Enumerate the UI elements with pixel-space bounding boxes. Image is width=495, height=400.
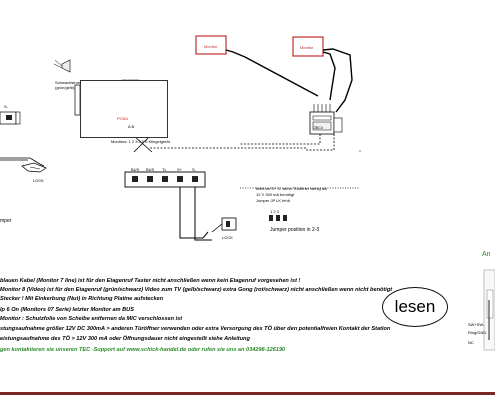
bus-label-5: S- — [192, 167, 196, 172]
jumper-pins-label: 1 2 3 — [270, 209, 279, 214]
monitor-right-cable — [322, 48, 353, 113]
pcba-bottom-label: Monitors: 1 2 3 4 5 6 Klingelgerät — [111, 139, 170, 144]
bus-wire-dashed-2 — [306, 134, 335, 151]
s-minus-label: S- — [4, 104, 8, 109]
note-line-3: Stecker ! Mit Einkerbung (Nut) in Richtu… — [0, 296, 164, 302]
lock-left-label: LOCK — [33, 178, 44, 183]
note-line-1: blauen Kabel (Monitor 7 line) ist für de… — [0, 278, 301, 284]
footer-divider — [0, 392, 495, 395]
right-panel-line-1: SW+SW- — [468, 322, 485, 327]
jumper-text-1: Brett an S+ S- wenn Türöffner wenig als — [256, 186, 327, 191]
bus-label-3: TL — [162, 167, 167, 172]
bus-wire-dashed — [150, 134, 321, 149]
speaker-note: Schwachstrom (grün/gelb) — [55, 80, 82, 90]
note-line-7: eistungsaufnahme des TÖ > 12V 300 mA ode… — [0, 336, 250, 342]
bus-label-2: BUS — [146, 167, 155, 172]
lock-right-wire — [179, 187, 209, 239]
pcba-cross-wires — [133, 135, 153, 153]
bus-label-1: BUS — [131, 167, 140, 172]
jumper-text-2: 12 V 300 mA benötigt — [256, 192, 295, 197]
right-box-label: OBC4 — [313, 126, 323, 130]
note-line-4: lp 6 On (Monitors 07 Serie) letzter Moni… — [0, 307, 134, 313]
lock-left-icon — [21, 162, 47, 173]
jumper-caption: Jumper position in 2-3 — [270, 227, 320, 233]
monitor-right-cable-2 — [322, 51, 336, 101]
note-line-6: stungsaufnahme größer 12V DC 300mA > and… — [0, 326, 391, 332]
bus-terminals — [132, 176, 198, 182]
lesen-badge: lesen — [382, 287, 448, 327]
speaker-icon — [61, 59, 71, 73]
lock-right-label: LOCK — [222, 235, 233, 240]
note-line-5: Monitor : Schutzfolie von Scheibe entfer… — [0, 316, 183, 322]
note-line-2: Monitor 8 (Video) ist für den Etagenruf … — [0, 287, 393, 293]
left-edge-text: mper — [0, 218, 12, 224]
monitor-left-cable — [225, 49, 319, 97]
pcba-label: PCBA — [117, 116, 128, 121]
lesen-text: lesen — [394, 297, 436, 316]
bus-label-4: S+ — [177, 167, 183, 172]
monitor-right-label: Monitor — [300, 45, 314, 50]
jumper-text-3: Jumper JP LK fehlt — [256, 198, 290, 203]
terminal-ab-label: A B — [128, 124, 135, 129]
right-panel-line-3: NC — [468, 340, 474, 345]
note-line-8: gen kontaktieren sie unseren TEC -Suppor… — [0, 347, 286, 353]
monitor-right — [292, 36, 324, 57]
lock-left-wire — [0, 157, 45, 167]
jumper-pins — [269, 215, 287, 221]
right-panel-line-2: Ring/GND — [468, 330, 487, 335]
monitor-left-label: Monitor — [204, 44, 218, 49]
monitor-left — [195, 35, 227, 55]
right-panel-head: An — [482, 251, 491, 258]
pcba-board — [80, 80, 168, 138]
